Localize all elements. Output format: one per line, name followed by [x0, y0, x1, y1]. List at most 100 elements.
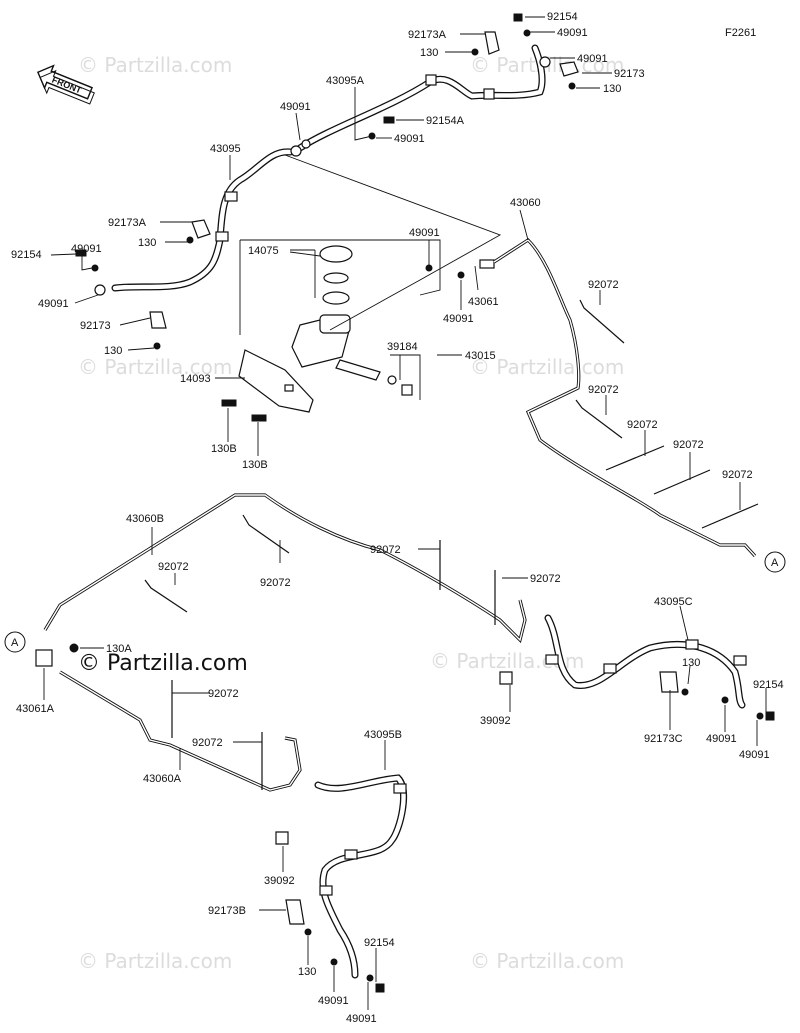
- washer-49091[interactable]: [523, 29, 531, 37]
- part-label[interactable]: 43060: [510, 197, 541, 209]
- clip-92072[interactable]: [575, 399, 623, 439]
- part-label[interactable]: 92173: [80, 320, 111, 332]
- junction-43061a[interactable]: [35, 649, 53, 667]
- part-label[interactable]: 39184: [387, 341, 418, 353]
- washer-49091[interactable]: [330, 958, 338, 966]
- part-label[interactable]: 130: [682, 657, 700, 669]
- part-label[interactable]: 49091: [38, 298, 69, 310]
- bracket-39092[interactable]: [275, 831, 289, 845]
- clamp-92173a[interactable]: [484, 31, 500, 55]
- part-label[interactable]: 49091: [706, 733, 737, 745]
- part-label[interactable]: 14093: [180, 373, 211, 385]
- washer-49091[interactable]: [366, 974, 374, 982]
- part-label[interactable]: 39092: [480, 715, 511, 727]
- part-label[interactable]: 49091: [71, 243, 102, 255]
- hose-43095a[interactable]: [296, 44, 546, 152]
- bolt-130a[interactable]: [69, 643, 79, 653]
- part-label[interactable]: 92154: [753, 679, 784, 691]
- part-label[interactable]: 49091: [739, 749, 770, 761]
- part-label[interactable]: 130: [298, 966, 316, 978]
- clamp-92173a[interactable]: [191, 219, 211, 239]
- part-label[interactable]: 92072: [260, 577, 291, 589]
- banjo-fitting[interactable]: [290, 145, 302, 157]
- clip-92072[interactable]: [653, 469, 711, 495]
- part-label[interactable]: 49091: [409, 227, 440, 239]
- washer-49091[interactable]: [721, 696, 729, 704]
- bolt-130[interactable]: [153, 342, 161, 350]
- part-label[interactable]: 92154A: [426, 115, 465, 127]
- part-label[interactable]: 92072: [588, 384, 619, 396]
- clamp-92173b[interactable]: [285, 899, 305, 925]
- part-label[interactable]: 92072: [722, 469, 753, 481]
- part-label[interactable]: 43060A: [143, 773, 182, 785]
- clamp-92173[interactable]: [149, 311, 167, 329]
- part-label[interactable]: 92173A: [108, 217, 147, 229]
- part-label[interactable]: 130B: [211, 443, 237, 455]
- banjo-fitting[interactable]: [539, 56, 551, 68]
- banjo-fitting[interactable]: [301, 139, 311, 149]
- part-label[interactable]: 49091: [280, 101, 311, 113]
- part-label[interactable]: 92154: [11, 249, 42, 261]
- clip-92072[interactable]: [242, 514, 290, 554]
- bolt-130[interactable]: [681, 688, 689, 696]
- bolt-92154a[interactable]: [383, 116, 395, 124]
- clip-92072[interactable]: [579, 299, 625, 344]
- hose-43095c[interactable]: [544, 614, 746, 709]
- bracket-14093[interactable]: [238, 349, 314, 413]
- part-label[interactable]: 92173C: [644, 733, 683, 745]
- bolt-92154[interactable]: [75, 249, 87, 257]
- part-label[interactable]: 49091: [318, 995, 349, 1007]
- part-label[interactable]: 92072: [192, 737, 223, 749]
- part-label[interactable]: 92072: [530, 573, 561, 585]
- part-label[interactable]: 43015: [465, 350, 496, 362]
- bolt-130[interactable]: [304, 928, 312, 936]
- part-label[interactable]: 92072: [627, 419, 658, 431]
- part-label[interactable]: 43095C: [654, 596, 693, 608]
- hose-43095b[interactable]: [314, 774, 408, 979]
- washer-49091[interactable]: [457, 271, 465, 279]
- part-label[interactable]: 92072: [673, 439, 704, 451]
- part-label[interactable]: 130B: [242, 459, 268, 471]
- part-label[interactable]: 92072: [208, 688, 239, 700]
- clip-92072[interactable]: [701, 503, 759, 529]
- pipe-43060b[interactable]: [43, 493, 527, 644]
- bolt-130b[interactable]: [221, 399, 237, 407]
- part-label[interactable]: 92173: [614, 68, 645, 80]
- part-label[interactable]: 130: [603, 83, 621, 95]
- bolt-92154[interactable]: [375, 983, 385, 993]
- bolt-130b[interactable]: [251, 414, 267, 422]
- clamp-92173c[interactable]: [659, 671, 679, 693]
- part-label[interactable]: 130: [104, 345, 122, 357]
- part-label[interactable]: 92072: [588, 279, 619, 291]
- part-label[interactable]: 130: [138, 237, 156, 249]
- clip-92072[interactable]: [605, 445, 665, 471]
- part-label[interactable]: 43095: [210, 143, 241, 155]
- part-label[interactable]: 49091: [577, 53, 608, 65]
- clip-92072[interactable]: [144, 579, 188, 613]
- part-label[interactable]: 49091: [346, 1013, 377, 1025]
- bolt-130[interactable]: [186, 236, 194, 244]
- part-label[interactable]: 130A: [106, 643, 132, 655]
- part-label[interactable]: 49091: [394, 133, 425, 145]
- part-label[interactable]: 92173A: [408, 29, 447, 41]
- part-label[interactable]: 43095A: [326, 75, 365, 87]
- part-label[interactable]: 92173B: [208, 905, 246, 917]
- part-label[interactable]: 39092: [264, 875, 295, 887]
- fitting-43061[interactable]: [479, 259, 495, 269]
- washer-49091[interactable]: [756, 712, 764, 720]
- part-label[interactable]: 49091: [557, 27, 588, 39]
- part-label[interactable]: 43095B: [364, 729, 402, 741]
- bolt-130[interactable]: [568, 82, 576, 90]
- banjo-fitting[interactable]: [94, 284, 106, 296]
- part-label[interactable]: 92154: [547, 11, 578, 23]
- pipe-43060[interactable]: [493, 237, 757, 558]
- pipe-43060a[interactable]: [59, 670, 302, 792]
- bolt-130[interactable]: [471, 48, 479, 56]
- part-label[interactable]: 92154: [364, 937, 395, 949]
- part-label[interactable]: 92072: [158, 561, 189, 573]
- bracket-39092[interactable]: [499, 671, 513, 685]
- part-label[interactable]: 14075: [248, 245, 279, 257]
- washer-49091[interactable]: [91, 264, 99, 272]
- part-label[interactable]: 92072: [370, 544, 401, 556]
- clamp-92173[interactable]: [559, 61, 579, 77]
